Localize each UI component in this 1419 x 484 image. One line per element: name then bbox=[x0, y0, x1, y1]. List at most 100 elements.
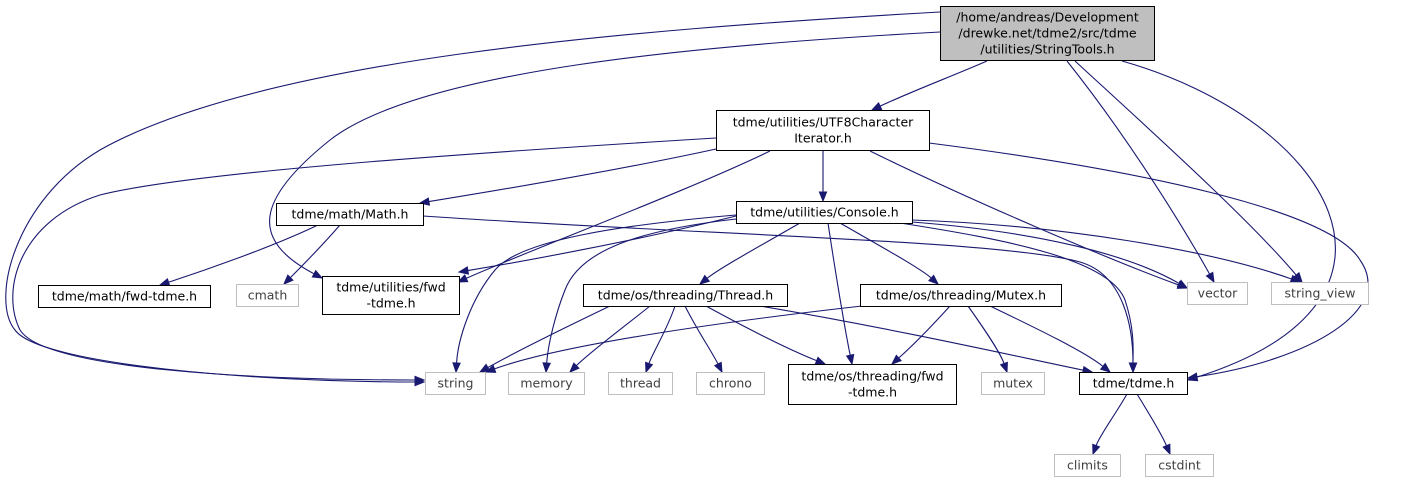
edge-line bbox=[1074, 60, 1297, 276]
edge-arrowhead bbox=[1099, 362, 1112, 373]
edge-arrowhead bbox=[1176, 279, 1189, 289]
edge-root-to-utilfwd bbox=[269, 31, 941, 279]
edge-console-to-mutex bbox=[839, 222, 940, 285]
edge-line bbox=[494, 305, 863, 370]
edge-arrowhead bbox=[1128, 362, 1138, 374]
edge-arrowhead bbox=[713, 361, 723, 374]
edge-mutex-to-std_mutex bbox=[967, 305, 1008, 374]
edge-line bbox=[289, 224, 341, 279]
edge-console-to-thread bbox=[698, 222, 801, 285]
node-label: string_view bbox=[1285, 286, 1356, 301]
node-label: chrono bbox=[709, 376, 752, 391]
edge-arrowhead bbox=[1092, 443, 1101, 456]
node-box bbox=[860, 284, 1062, 307]
edge-line bbox=[706, 222, 801, 279]
node-cmath: cmath bbox=[236, 284, 299, 307]
node-box bbox=[608, 372, 673, 395]
node-label: tdme/math/Math.h bbox=[292, 207, 409, 222]
edge-arrowhead bbox=[814, 356, 827, 365]
node-thread[interactable]: tdme/os/threading/Thread.h bbox=[583, 284, 788, 307]
node-chrono: chrono bbox=[696, 372, 765, 395]
edge-line bbox=[989, 305, 1104, 367]
edge-arrowhead bbox=[452, 362, 461, 374]
node-console[interactable]: tdme/utilities/Console.h bbox=[736, 201, 913, 224]
node-box bbox=[425, 372, 486, 395]
node-box bbox=[940, 6, 1155, 61]
edge-line bbox=[1066, 60, 1211, 275]
edge-line bbox=[1095, 393, 1128, 446]
edge-root-to-tdme bbox=[1121, 60, 1336, 382]
edge-line bbox=[1121, 60, 1336, 378]
edge-line bbox=[269, 31, 941, 275]
edge-thread-to-memory bbox=[569, 305, 651, 373]
nodes-layer: /home/andreas/Development/drewke.net/tdm… bbox=[38, 6, 1369, 477]
edge-arrowhead bbox=[1186, 372, 1199, 381]
node-label: tdme/math/fwd-tdme.h bbox=[52, 289, 197, 304]
node-box bbox=[1187, 282, 1248, 305]
node-box bbox=[716, 110, 930, 151]
edge-line bbox=[546, 218, 737, 364]
edge-line bbox=[827, 222, 851, 356]
node-threadfwd[interactable]: tdme/os/threading/fwd-tdme.h bbox=[788, 364, 957, 405]
node-vector: vector bbox=[1187, 282, 1248, 305]
node-box bbox=[276, 203, 424, 226]
edge-arrowhead bbox=[542, 362, 552, 374]
node-utilfwd[interactable]: tdme/utilities/fwd-tdme.h bbox=[322, 276, 460, 315]
node-label: tdme/utilities/Console.h bbox=[750, 205, 898, 220]
node-label: -tdme.h bbox=[366, 296, 415, 311]
edge-line bbox=[759, 305, 1084, 371]
edge-utf8-to-console bbox=[818, 150, 828, 203]
edge-root-to-utf8 bbox=[870, 60, 988, 111]
edge-utf8-to-tdme bbox=[928, 142, 1369, 381]
edge-thread-to-std_thread bbox=[645, 305, 676, 374]
edge-arrowhead bbox=[845, 353, 855, 366]
edge-thread-to-threadfwd bbox=[705, 305, 827, 365]
node-root[interactable]: /home/andreas/Development/drewke.net/tdm… bbox=[940, 6, 1155, 61]
edge-utf8-to-math bbox=[418, 148, 717, 206]
edge-line bbox=[839, 222, 932, 279]
node-box bbox=[788, 364, 957, 405]
node-label: -tdme.h bbox=[848, 385, 897, 400]
node-label: memory bbox=[520, 376, 573, 391]
node-std-mutex: mutex bbox=[981, 372, 1045, 395]
node-mutex[interactable]: tdme/os/threading/Mutex.h bbox=[860, 284, 1062, 307]
edge-line bbox=[899, 222, 1134, 364]
node-math[interactable]: tdme/math/Math.h bbox=[276, 203, 424, 226]
edge-arrowhead bbox=[890, 354, 902, 365]
edge-arrowhead bbox=[569, 362, 580, 373]
edge-thread-to-chrono bbox=[684, 305, 723, 374]
node-tdme[interactable]: tdme/tdme.h bbox=[1079, 372, 1188, 395]
edge-thread-to-tdme bbox=[759, 305, 1094, 375]
node-mathfwd[interactable]: tdme/math/fwd-tdme.h bbox=[38, 285, 211, 308]
node-label: /drewke.net/tdme2/src/tdme bbox=[958, 26, 1136, 41]
node-memory: memory bbox=[508, 372, 585, 395]
edge-line bbox=[487, 305, 611, 369]
edge-line bbox=[467, 215, 737, 272]
node-label: thread bbox=[620, 376, 661, 391]
node-label: tdme/utilities/UTF8Character bbox=[733, 115, 914, 130]
edge-mutex-to-threadfwd bbox=[890, 305, 951, 365]
edge-arrowhead bbox=[283, 274, 294, 285]
edge-line bbox=[911, 219, 1292, 280]
edge-console-to-memory bbox=[542, 218, 737, 374]
edge-math-to-cmath bbox=[283, 224, 341, 285]
edge-thread-to-string bbox=[478, 305, 611, 373]
edge-line bbox=[428, 148, 717, 203]
edge-utf8-to-string bbox=[12, 137, 717, 385]
node-box bbox=[1145, 454, 1214, 477]
edge-mutex-to-string bbox=[484, 305, 863, 373]
edge-line bbox=[911, 221, 1180, 284]
edge-line bbox=[422, 215, 1134, 364]
edge-line bbox=[5, 11, 941, 383]
node-label: climits bbox=[1067, 458, 1108, 473]
edge-line bbox=[967, 305, 1005, 364]
edges-layer bbox=[5, 11, 1369, 456]
edge-math-to-mathfwd bbox=[158, 224, 319, 287]
edge-arrowhead bbox=[484, 364, 497, 373]
node-cstdint: cstdint bbox=[1145, 454, 1214, 477]
edge-root-to-string bbox=[5, 11, 941, 387]
edge-tdme-to-climits bbox=[1092, 393, 1128, 456]
node-box bbox=[981, 372, 1045, 395]
